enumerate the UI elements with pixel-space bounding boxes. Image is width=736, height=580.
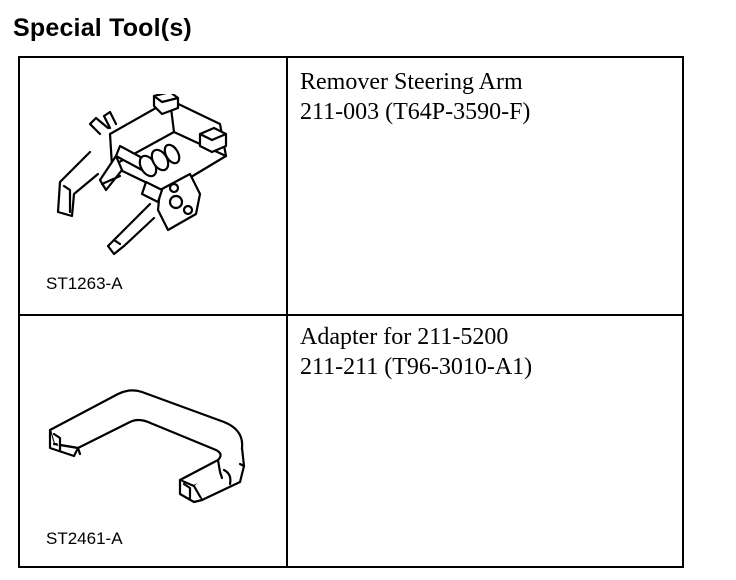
tool-image-cell: ST2461-A [20,316,288,566]
steering-arm-remover-icon [56,94,228,256]
tool-name: Remover Steering Arm [300,69,523,95]
tool-image-label: ST2461-A [46,529,123,548]
special-tools-table: ST1263-A Remover Steering Arm 211-003 (T… [18,56,684,568]
tool-image-cell: ST1263-A [20,58,288,314]
tool-row: ST1263-A Remover Steering Arm 211-003 (T… [20,58,682,316]
tool-number: 211-211 (T96-3010-A1) [300,354,533,380]
adapter-bracket-icon [48,389,246,504]
tool-image-label: ST1263-A [46,274,123,293]
tool-description-cell: Adapter for 211-5200 211-211 (T96-3010-A… [288,316,682,566]
tool-name: Adapter for 211-5200 [300,324,509,350]
tool-number: 211-003 (T64P-3590-F) [300,99,531,125]
page-title: Special Tool(s) [13,14,192,42]
tool-description-cell: Remover Steering Arm 211-003 (T64P-3590-… [288,58,682,314]
tool-row: ST2461-A Adapter for 211-5200 211-211 (T… [20,316,682,566]
